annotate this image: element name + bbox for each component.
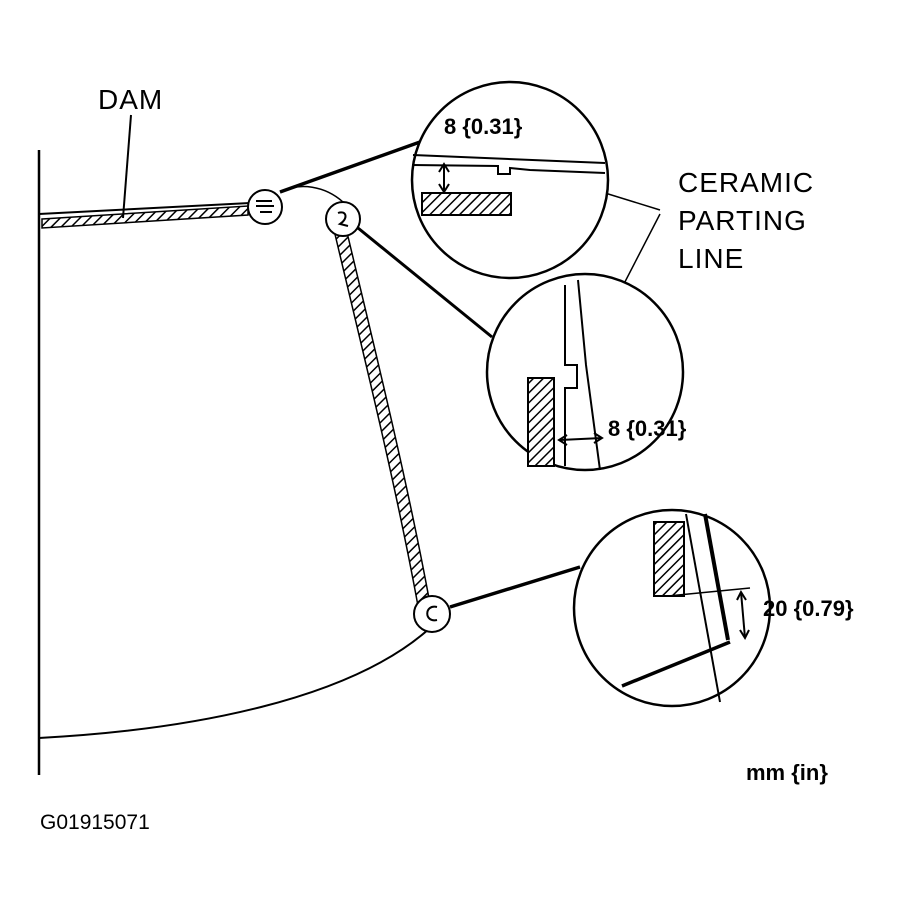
marker-c xyxy=(413,595,451,633)
ceramic-label-line-3: LINE xyxy=(678,243,745,274)
marker-a-glyph xyxy=(256,200,274,213)
dam-strip-side xyxy=(333,227,431,607)
detail-top-glass-lower xyxy=(411,164,606,175)
detail-view-middle xyxy=(485,272,685,472)
ceramic-label-line-2: PARTING xyxy=(678,205,807,236)
dam-label: DAM xyxy=(98,84,164,115)
figure-code: G01915071 xyxy=(40,811,150,834)
glass-bottom-edge xyxy=(38,627,431,739)
marker-b-glyph xyxy=(337,211,349,227)
dimension-bottom-label: 20 {0.79} xyxy=(763,596,854,621)
detail-top-glass-upper xyxy=(412,154,606,164)
marker-b xyxy=(325,201,361,237)
leader-c-to-detail xyxy=(449,565,581,609)
detail-bottom-dim-arrows xyxy=(736,589,750,641)
detail-top-outline xyxy=(410,80,610,280)
detail-middle-glass-left xyxy=(564,285,578,466)
detail-bottom-dim-line xyxy=(740,591,746,639)
dam-leader-line xyxy=(122,114,132,219)
detail-bottom-dam xyxy=(653,521,685,597)
detail-view-top xyxy=(410,80,610,280)
glass-outline xyxy=(37,150,431,775)
detail-top-dim-arrows xyxy=(438,162,450,194)
detail-bottom-glass-edge xyxy=(621,640,731,688)
detail-middle-dim-line xyxy=(559,437,603,441)
detail-bottom-glass-inner xyxy=(685,513,721,703)
detail-view-bottom xyxy=(572,508,772,708)
detail-bottom-glass-outer xyxy=(703,513,730,641)
ceramic-label-line-1: CERAMIC xyxy=(678,167,815,198)
leader-b-to-detail xyxy=(357,226,493,339)
dam-strips xyxy=(41,205,431,607)
detail-middle-dim-arrows xyxy=(557,432,604,446)
marker-glyphs xyxy=(256,200,438,622)
ceramic-parting-line-label: CERAMIC PARTING LINE xyxy=(678,164,814,278)
glass-top-edge xyxy=(38,202,251,215)
units-label: mm {in} xyxy=(746,760,828,785)
detail-bottom-outline xyxy=(572,508,772,708)
dimension-top-label: 8 {0.31} xyxy=(444,114,523,139)
leader-a-to-detail xyxy=(279,140,421,194)
detail-top-dam xyxy=(421,192,512,216)
dimension-middle-label: 8 {0.31} xyxy=(608,416,687,441)
marker-c-glyph xyxy=(426,605,438,622)
dam-strip-top xyxy=(41,205,249,229)
detail-middle-dam xyxy=(527,377,555,467)
detail-bottom-ref-line xyxy=(667,587,751,597)
